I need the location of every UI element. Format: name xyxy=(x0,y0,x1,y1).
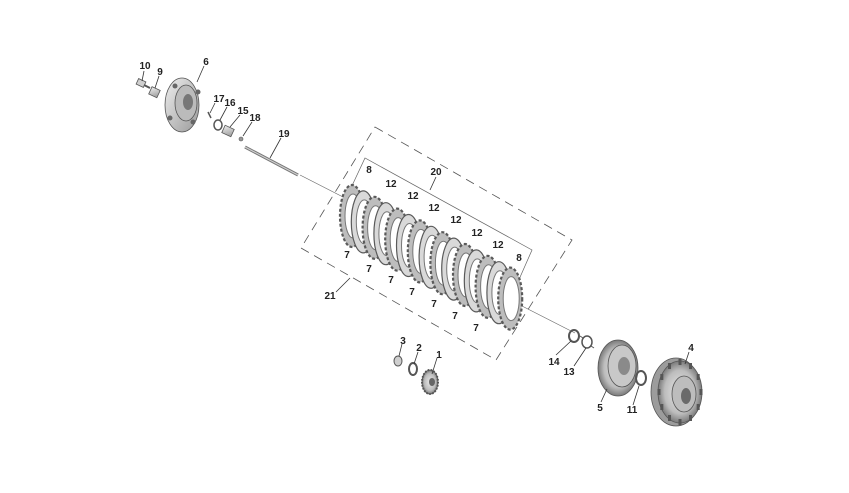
callout-12b: 12 xyxy=(407,191,419,202)
washer-part-14 xyxy=(568,329,580,343)
basket-slot xyxy=(660,374,664,380)
callout-13: 13 xyxy=(563,367,575,378)
callout-7e: 7 xyxy=(431,299,437,310)
callout-5: 5 xyxy=(597,403,603,414)
callout-19: 19 xyxy=(278,129,290,140)
kit-21-outline xyxy=(300,126,573,361)
callout-10: 10 xyxy=(139,61,151,72)
callout-7g: 7 xyxy=(473,323,479,334)
plate-bore xyxy=(502,276,520,322)
callout-3: 3 xyxy=(400,336,406,347)
callout-7d: 7 xyxy=(409,287,415,298)
callout-4: 4 xyxy=(688,343,694,354)
callout-8a: 8 xyxy=(366,165,372,176)
callout-2: 2 xyxy=(416,343,422,354)
kit-20-bracket xyxy=(342,157,533,301)
callout-12c: 12 xyxy=(428,203,440,214)
ball-part-18 xyxy=(238,136,244,142)
pin-part-17 xyxy=(207,111,212,119)
nut-part-3 xyxy=(393,355,403,367)
callout-21: 21 xyxy=(324,291,336,302)
basket-slot xyxy=(689,363,692,370)
basket-slot xyxy=(660,404,664,410)
bolt-part-10 xyxy=(135,78,151,89)
callout-18: 18 xyxy=(249,113,261,124)
leader-lines xyxy=(141,65,690,406)
drive-gear-part-1 xyxy=(421,369,439,395)
callout-9: 9 xyxy=(157,67,163,78)
clutch-plate-stack xyxy=(338,183,524,331)
callout-7a: 7 xyxy=(344,250,350,261)
callout-12d: 12 xyxy=(450,215,462,226)
spring-part xyxy=(148,86,161,99)
washer-part-16 xyxy=(213,119,223,131)
callout-1: 1 xyxy=(436,350,442,361)
callout-14: 14 xyxy=(548,357,560,368)
basket-slot xyxy=(696,404,700,410)
basket-slot xyxy=(678,359,682,365)
thrust-washer-part-11 xyxy=(635,370,647,386)
lock-washer-part-13 xyxy=(579,335,595,349)
basket-slot xyxy=(699,389,703,395)
pressure-plate-part xyxy=(164,77,201,133)
callout-15: 15 xyxy=(237,106,249,117)
axis-line-left xyxy=(299,174,346,199)
callout-6: 6 xyxy=(203,57,209,68)
clutch-hub-part xyxy=(597,339,639,397)
washer-part-2 xyxy=(408,362,418,376)
basket-slot xyxy=(696,374,700,380)
callout-7b: 7 xyxy=(366,264,372,275)
callout-11: 11 xyxy=(627,405,638,416)
callout-7c: 7 xyxy=(388,275,394,286)
callout-12f: 12 xyxy=(492,240,504,251)
bearing-part-15 xyxy=(221,124,235,138)
callout-8b: 8 xyxy=(516,253,522,264)
push-rod-part xyxy=(244,145,299,177)
basket-slot xyxy=(668,363,671,370)
callout-labels: 1 2 3 4 5 6 7 7 7 7 7 7 7 8 8 9 10 11 12… xyxy=(139,57,694,416)
callout-17: 17 xyxy=(213,94,225,105)
callout-12e: 12 xyxy=(471,228,483,239)
callout-12a: 12 xyxy=(385,179,397,190)
clutch-basket-part xyxy=(650,357,703,427)
basket-slot xyxy=(678,419,682,425)
basket-slot xyxy=(668,414,671,421)
basket-slot xyxy=(657,389,661,395)
callout-20: 20 xyxy=(430,167,442,178)
callout-7f: 7 xyxy=(452,311,458,322)
basket-slot xyxy=(689,414,692,421)
callout-16: 16 xyxy=(224,98,236,109)
axis-line-right xyxy=(519,304,576,334)
